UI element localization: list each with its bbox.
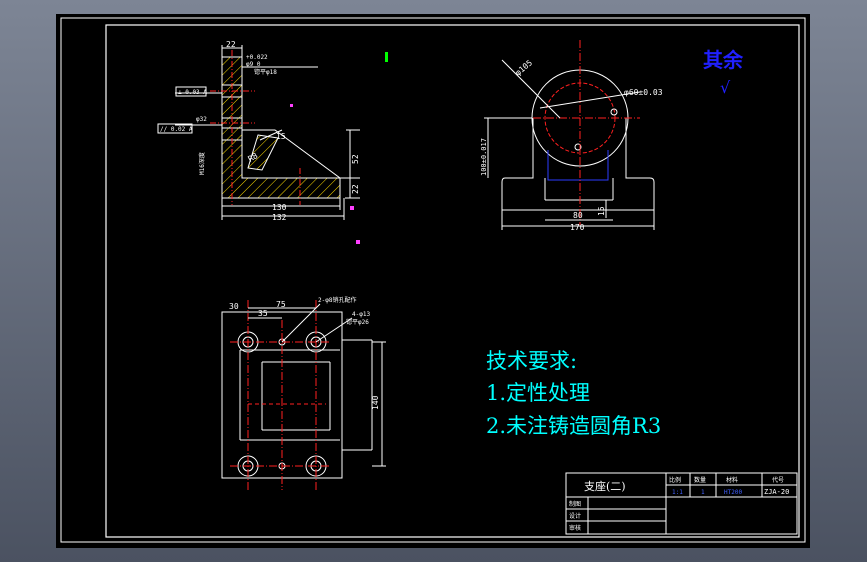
dim-30: 30 xyxy=(229,302,239,311)
dim-center-height: 100±0.017 xyxy=(480,138,488,176)
row-label-drawn: 制图 xyxy=(569,500,581,508)
dim-bolt-holes: 4-φ13 xyxy=(352,311,370,318)
drawing-sheet xyxy=(56,14,810,548)
dim-bore: φ60±0.03 xyxy=(624,88,663,97)
side-section-view xyxy=(157,45,360,220)
tol-perpendicular: ⊥ 0.03 A xyxy=(178,89,207,96)
dim-base-thk: 22 xyxy=(351,184,360,194)
dim-radius: R8 xyxy=(247,151,260,164)
top-view-dimensions: 30 35 75 2-φ8销孔配作 4-φ13 锪平φ26 140 xyxy=(229,296,380,410)
dim-counterbore: 锪平φ18 xyxy=(254,68,277,76)
scale-value: 1:1 xyxy=(672,489,683,496)
dim-height: 52 xyxy=(351,154,360,164)
dim-hole-dia2: φ32 xyxy=(196,116,207,123)
outer-frame xyxy=(60,17,806,543)
dim-len2: 132 xyxy=(272,213,287,222)
dim-spotface: 锪平φ26 xyxy=(346,318,369,326)
top-view xyxy=(221,300,386,490)
tol-parallel: // 0.02 A xyxy=(160,126,193,133)
material-label: 材料 xyxy=(726,476,738,484)
qty-label: 数量 xyxy=(694,476,706,484)
dim-base-step: 15 xyxy=(597,206,606,216)
dim-pin-holes: 2-φ8销孔配作 xyxy=(318,296,356,304)
dim-thread: M16深度 xyxy=(198,152,206,175)
note-2: 2.未注铸造圆角R3 xyxy=(486,414,661,438)
dim-75: 75 xyxy=(276,300,286,309)
check-mark: √ xyxy=(720,78,731,97)
row-label-review: 审核 xyxy=(569,524,581,532)
stamp-text: 其余 xyxy=(703,48,744,72)
code-label: 代号 xyxy=(772,476,784,484)
hidden-bore xyxy=(547,150,609,181)
dim-angle: 15 xyxy=(276,132,286,141)
notes-title: 技术要求: xyxy=(486,349,577,373)
part-name: 支座(二) xyxy=(584,479,626,493)
dim-35: 35 xyxy=(258,309,268,318)
dim-hole-tol: +0.022 xyxy=(246,54,268,61)
technical-requirements: 技术要求: 1.定性处理 2.未注铸造圆角R3 xyxy=(486,349,661,438)
dim-top-width: 22 xyxy=(226,40,236,49)
side-view-dimensions: 22 +0.022 φ9 0 锪平φ18 ⊥ 0.03 A φ32 // 0.0… xyxy=(160,40,360,222)
inner-frame xyxy=(105,24,800,538)
material-value: HT200 xyxy=(724,489,742,496)
note-1: 1.定性处理 xyxy=(486,381,590,405)
rib-hatch xyxy=(247,134,279,171)
qty-value: 1 xyxy=(701,489,705,496)
code-value: ZJA-20 xyxy=(764,488,789,496)
pedestal-outline xyxy=(501,118,655,211)
top-view-outline xyxy=(221,311,343,479)
dim-len1: 130 xyxy=(272,203,287,212)
dim-total-width: 170 xyxy=(570,223,585,232)
row-label-design: 设计 xyxy=(569,512,581,520)
surface-finish-stamp: 其余 √ xyxy=(703,48,744,97)
scale-label: 比例 xyxy=(669,476,681,484)
title-block xyxy=(565,472,798,535)
title-block-text: 支座(二) 比例 数量 材料 代号 1:1 1 HT200 ZJA-20 制图 … xyxy=(569,476,789,532)
dim-hole-dia: φ9 0 xyxy=(246,61,261,68)
side-view-markers xyxy=(290,52,388,244)
front-view xyxy=(484,40,655,230)
dim-length: 140 xyxy=(371,395,380,410)
dim-inner-width: 80 xyxy=(573,211,583,220)
